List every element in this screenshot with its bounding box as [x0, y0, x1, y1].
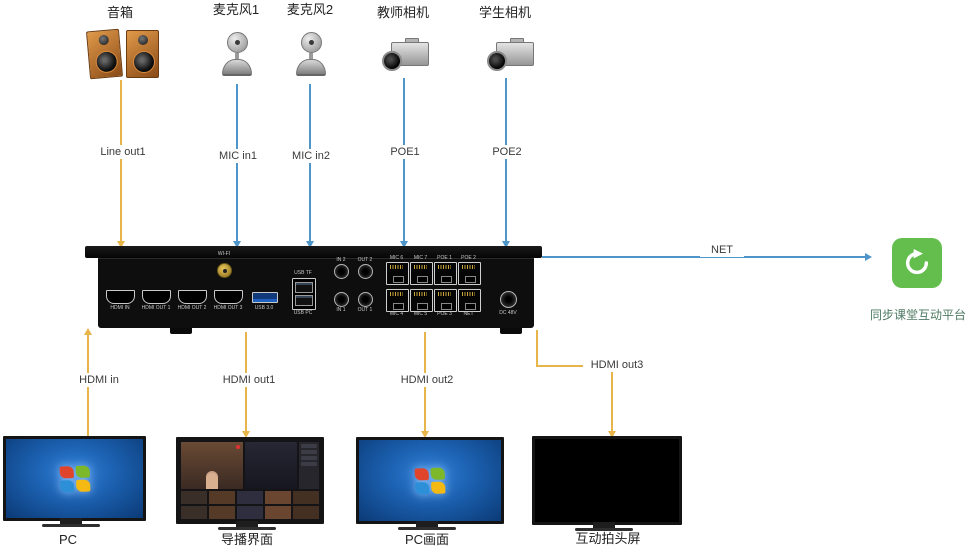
student-camera-label: 学生相机 — [478, 5, 531, 20]
hdmi-out3-label: HDMI out3 — [583, 358, 651, 372]
usb-tf-label: USB TF — [294, 270, 312, 276]
rj45-port — [410, 262, 433, 285]
dc-power-jack — [500, 291, 517, 308]
device-bezel — [85, 246, 542, 258]
pc-screen-monitor-label: PC画面 — [404, 532, 450, 547]
hdmi-in-label: HDMI in — [67, 373, 131, 387]
hdmi-out1-port-label: HDMI OUT 1 — [141, 305, 171, 311]
microphone2-icon — [296, 32, 326, 80]
av-host-device: WI-FI HDMI IN HDMI OUT 1 HDMI OUT 2 HDMI… — [98, 251, 534, 328]
dc-power-label: DC 48V — [499, 310, 517, 316]
rj45-mic6-label: MIC 6 — [389, 255, 404, 261]
usb3-port — [252, 292, 278, 303]
hdmi-out3-connector-h — [536, 365, 613, 367]
rj45-poe1-label: POE 1 — [437, 255, 452, 261]
rj45-port — [434, 262, 457, 285]
hdmi-out2-port-label: HDMI OUT 2 — [177, 305, 207, 311]
poe1-connector — [399, 78, 408, 248]
mic-in2-connector — [305, 84, 314, 248]
audio-out1-label: OUT 1 — [357, 307, 373, 313]
monitor-stand — [236, 521, 258, 527]
net-connector — [542, 252, 872, 261]
mic1-label: 麦克风1 — [212, 2, 260, 17]
monitor-stand-base — [398, 527, 456, 530]
director-monitor — [176, 437, 324, 524]
rj45-mic4-label: MIC 4 — [389, 311, 404, 317]
teacher-camera-icon — [381, 38, 429, 72]
mic-in1-connector — [232, 84, 241, 248]
teacher-camera-label: 教师相机 — [376, 5, 429, 20]
sync-arrow-icon — [905, 249, 929, 275]
windows-logo-icon — [414, 466, 446, 495]
hdmi-out3-port-label: HDMI OUT 3 — [213, 305, 243, 311]
rj45-port — [386, 289, 409, 312]
hdmi-out1-port — [142, 290, 171, 304]
pc-screen-monitor — [356, 437, 504, 524]
poe1-label: POE1 — [375, 145, 435, 159]
audio-jack-out2 — [358, 264, 373, 279]
rj45-mic7-label: MIC 7 — [413, 255, 428, 261]
rj45-port — [386, 262, 409, 285]
hdmi-out2-label: HDMI out2 — [393, 373, 461, 387]
hdmi-out3-connector-v2 — [607, 365, 616, 438]
director-monitor-label: 导播界面 — [220, 532, 273, 547]
audio-in1-label: IN 1 — [336, 307, 346, 313]
audio-jack-in1 — [334, 292, 349, 307]
windows-desktop-screen — [6, 439, 143, 518]
monitor-stand-base — [42, 524, 100, 527]
monitor-stand-base — [575, 528, 633, 531]
monitor-stand — [416, 521, 438, 527]
line-out1-label: Line out1 — [91, 145, 155, 159]
audio-jack-in2 — [334, 264, 349, 279]
usb-ports — [292, 278, 316, 310]
pc-monitor — [3, 436, 146, 521]
director-multiview-screen — [179, 440, 321, 521]
hdmi-in-port-label: HDMI IN — [110, 305, 130, 311]
presenter-thumbnail — [206, 473, 219, 489]
pc-monitor-label: PC — [58, 532, 78, 547]
audio-jack-out1 — [358, 292, 373, 307]
net-label: NET — [700, 243, 744, 257]
audio-in2-label: IN 2 — [336, 257, 346, 263]
microphone1-icon — [222, 32, 252, 80]
device-foot — [170, 328, 192, 334]
mic2-label: 麦克风2 — [286, 2, 334, 17]
rj45-port — [458, 262, 481, 285]
usb-pc-label: USB PC — [293, 310, 313, 316]
rj45-port — [434, 289, 457, 312]
mic-in1-label: MIC in1 — [206, 149, 270, 163]
cloud-platform-icon — [892, 238, 942, 288]
rj45-poe3-label: POE 3 — [437, 311, 452, 317]
interactive-display-label: 互动拍头屏 — [575, 531, 641, 546]
wifi-antenna-port — [217, 263, 232, 278]
rj45-port — [458, 289, 481, 312]
hdmi-out1-label: HDMI out1 — [215, 373, 283, 387]
wifi-port-label: WI-FI — [217, 251, 231, 257]
rj45-port — [410, 289, 433, 312]
monitor-stand — [60, 518, 82, 524]
hdmi-out3-connector-v1 — [536, 330, 538, 367]
speaker-icon — [85, 28, 160, 80]
audio-out2-label: OUT 2 — [357, 257, 373, 263]
device-foot — [500, 328, 522, 334]
poe2-label: POE2 — [477, 145, 537, 159]
monitor-stand — [593, 522, 615, 528]
hdmi-out2-port — [178, 290, 207, 304]
mic-in2-label: MIC in2 — [279, 149, 343, 163]
windows-logo-icon — [59, 464, 90, 493]
line-out1-connector — [116, 80, 125, 248]
speaker-label: 音箱 — [106, 5, 133, 20]
poe2-connector — [501, 78, 510, 248]
interactive-display — [532, 436, 682, 525]
rj45-mic5-label: MIC 5 — [413, 311, 428, 317]
windows-desktop-screen — [359, 440, 501, 521]
platform-label: 同步课堂互动平台 — [869, 308, 966, 322]
hdmi-out3-port — [214, 290, 243, 304]
hdmi-in-port — [106, 290, 135, 304]
student-camera-icon — [486, 38, 534, 72]
usb3-port-label: USB 3.0 — [254, 305, 274, 311]
rj45-poe2-label: POE 2 — [461, 255, 476, 261]
monitor-stand-base — [218, 527, 276, 530]
rj45-net-label: NET — [463, 311, 474, 317]
